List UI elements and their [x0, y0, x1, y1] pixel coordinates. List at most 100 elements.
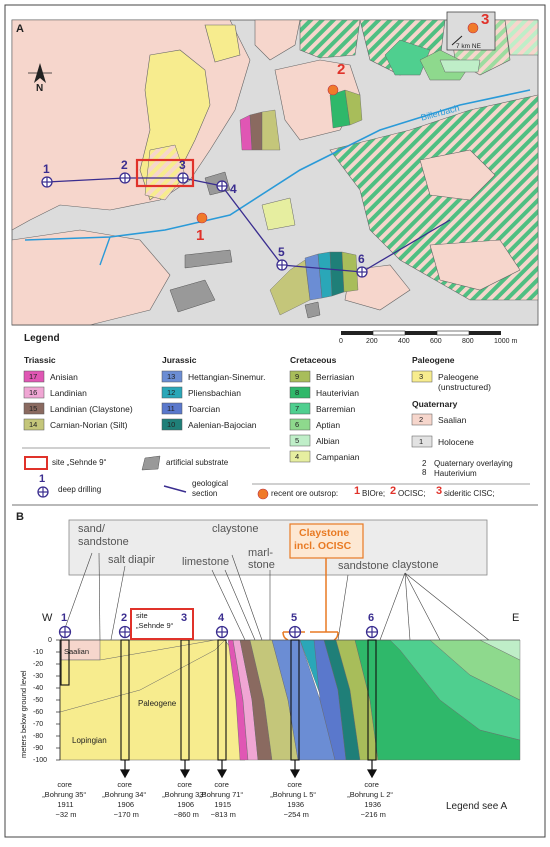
core-label-3-line1: core [177, 780, 192, 789]
section-drill-number-3: 3 [181, 612, 188, 624]
legend-code-cretaceous-5: 5 [295, 436, 300, 445]
unit-saalian: Saalian [64, 647, 90, 656]
section-site-1: site [136, 611, 148, 620]
annotation-sand-1: sand/ [78, 523, 105, 535]
creek-branch [99, 236, 111, 266]
legend-section-text-2: section [192, 489, 218, 498]
aalenian-south [329, 251, 345, 297]
legend-name-cretaceous-4: Campanian [316, 452, 360, 462]
legend-code-cretaceous-7: 7 [295, 404, 300, 413]
scale-tick-200: 200 [366, 338, 378, 345]
y-axis-label: meters below ground level [19, 670, 28, 758]
artificial-2 [184, 249, 233, 269]
legend-name-cretaceous-9: Berriasian [316, 372, 355, 382]
y-tick-label: -20 [33, 660, 44, 668]
map-drill-number-4: 4 [230, 182, 237, 196]
legend-name-triassic-16: Landinian [50, 388, 87, 398]
legend-name-triassic-15: Landinian (Claystone) [50, 404, 133, 414]
legend-note: Legend see A [446, 801, 508, 812]
legend-swatch-quaternary-2 [411, 413, 433, 426]
legend-heading-quaternary: Quaternary [412, 399, 458, 409]
annotation-sand-2: sandstone [78, 536, 129, 548]
core-label-6-line1: core [364, 780, 379, 789]
scale-tick-800: 800 [462, 338, 474, 345]
legend-artificial-symbol [141, 455, 161, 471]
legend-ore-2-name: OCISC; [398, 489, 426, 498]
hatched-corner [504, 19, 539, 56]
legend-name-jurassic-13: Hettangian-Sinemur. [188, 372, 266, 382]
core-label-5-line1: core [287, 780, 302, 789]
map-drill-number-3: 3 [179, 158, 186, 172]
y-tick-label: -30 [33, 672, 44, 680]
legend-overlay-code-bottom: 8 [422, 468, 427, 477]
panel-a-label: A [16, 23, 24, 35]
legend-name-triassic-17: Anisian [50, 372, 78, 382]
annotation-ocisc-2: incl. OCISC [294, 540, 352, 552]
hatched-north [299, 19, 361, 59]
legend-name-triassic-14: Carnian-Norian (Silt) [50, 420, 128, 430]
legend-name-cretaceous-8: Hauterivian [316, 388, 359, 398]
ore-2-number: 2 [337, 61, 346, 78]
legend-heading-triassic: Triassic [24, 355, 56, 365]
legend-heading-jurassic: Jurassic [162, 355, 197, 365]
site-rectangle-section [130, 608, 194, 640]
legend-swatch-jurassic-10 [161, 418, 183, 431]
legend-name-cretaceous-5: Albian [316, 436, 340, 446]
legend-code-jurassic-10: 10 [167, 420, 176, 429]
cross-section-panel [56, 519, 521, 779]
legend-swatch-paleogene-3 [411, 370, 433, 383]
ore-3-marker [467, 22, 479, 34]
legend-drilling-number: 1 [39, 473, 46, 485]
core-label-3-line2: „Bohrung 33“ [162, 790, 206, 799]
legend-name-jurassic-12: Pliensbachian [188, 388, 241, 398]
y-tick-label: -80 [33, 732, 44, 740]
east-label: E [512, 612, 520, 624]
annotation-box [68, 519, 488, 576]
borehole-arrow-4 [216, 760, 228, 779]
scale-tick-1000: 1000 m [494, 338, 518, 345]
core-label-5-line3: 1936 [287, 800, 305, 809]
carnian-strip [261, 109, 281, 151]
legend-name-quaternary-1: Holocene [438, 437, 474, 447]
landinian-strip [249, 111, 263, 151]
borehole-arrow-6 [366, 760, 378, 779]
west-label: W [42, 612, 53, 624]
y-ticks [56, 639, 60, 761]
annotation-sandstone: sandstone [338, 560, 389, 572]
y-tick-label: -90 [33, 744, 44, 752]
borehole-arrow-3 [179, 760, 191, 779]
panel-b-label: B [16, 511, 24, 523]
core-label-3-line3: 1906 [177, 800, 195, 809]
berriasian-south [341, 251, 359, 293]
map-panel [11, 11, 539, 336]
scale-tick-0: 0 [339, 338, 343, 345]
saalian-east-island [419, 149, 496, 201]
legend-swatch-jurassic-11 [161, 402, 183, 415]
legend-code-paleogene-3: 3 [419, 372, 424, 381]
legend-name-cretaceous-6: Aptian [316, 420, 341, 430]
scale-tick-400: 400 [398, 338, 410, 345]
annotation-marl-1: marl- [248, 547, 274, 559]
core-label-1-line4: −32 m [55, 810, 77, 819]
core-label-6-line3: 1936 [364, 800, 382, 809]
legend-ore-2-num: 2 [390, 485, 397, 497]
unit-paleogene: Paleogene [138, 699, 177, 708]
strata [59, 639, 521, 761]
legend-swatch-jurassic-12 [161, 386, 183, 399]
legend-ore-label: recent ore outsrop: [271, 489, 339, 498]
ore-1-marker [196, 212, 208, 224]
legend-swatch-cretaceous-8 [289, 386, 311, 399]
y-tick-label: 0 [48, 636, 52, 644]
ore-3-number: 3 [481, 11, 490, 28]
legend-swatch-jurassic-13 [161, 370, 183, 383]
core-label-1-line3: 1911 [57, 800, 74, 809]
legend-code-triassic-17: 17 [29, 372, 38, 381]
legend-swatch-cretaceous-7 [289, 402, 311, 415]
legend-ore-1-name: BIOre; [362, 489, 386, 498]
legend-ore-symbol [257, 488, 269, 500]
y-tick-label: -50 [33, 696, 44, 704]
legend-code-quaternary-1: 1 [419, 437, 424, 446]
legend-ore-3-name: sideritic CISC; [444, 489, 495, 498]
map-drill-number-1: 1 [43, 162, 50, 176]
